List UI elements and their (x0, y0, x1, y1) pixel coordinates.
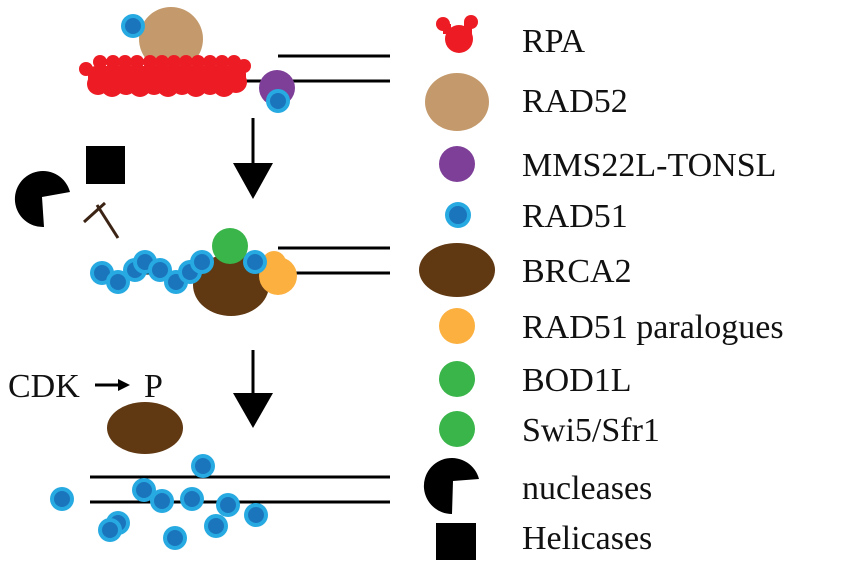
brca2-icon (419, 243, 495, 297)
legend-label-brca2: BRCA2 (522, 253, 632, 290)
rad51-protein (244, 503, 268, 527)
legend-label-rad51: RAD51 (522, 198, 628, 235)
phospho-label: P (144, 368, 163, 405)
rpa-lobe (106, 55, 120, 69)
brca2-protein (107, 402, 183, 454)
legend-label-rad51-paralogues: RAD51 paralogues (522, 309, 784, 346)
rad51-core (136, 482, 152, 498)
rpa-lobe (215, 55, 229, 69)
legend-label-swi5-sfr1: Swi5/Sfr1 (522, 412, 660, 449)
rad51-protein (216, 493, 240, 517)
rad51-core (94, 265, 110, 281)
rad51-protein (243, 250, 267, 274)
rad51-paralogues-icon (439, 308, 475, 344)
legend: RPA RAD52 MMS22L-TONSL RAD51 BRCA2 RAD51… (419, 15, 784, 560)
inhibition-symbol (82, 201, 120, 239)
helicase-symbol (86, 146, 125, 184)
rpa-lobe (118, 55, 132, 69)
rad51-protein (50, 487, 74, 511)
rpa-body (88, 66, 246, 88)
rpa-lobe (167, 55, 181, 69)
rad51-free-pool (50, 454, 268, 550)
legend-label-mms22l-tonsl: MMS22L-TONSL (522, 147, 776, 184)
rpa-lobe (155, 55, 169, 69)
rpa-lobe (179, 55, 193, 69)
rad52-protein (139, 7, 203, 71)
rad51-core (167, 530, 183, 546)
rad51-protein (98, 518, 122, 542)
rad51-core (154, 493, 170, 509)
rad51-core (208, 518, 224, 534)
rpa-lobe (130, 55, 144, 69)
rpa-lobe (191, 55, 205, 69)
legend-label-rpa: RPA (522, 23, 585, 60)
bod1l-protein (212, 228, 248, 264)
rad51-core (194, 254, 210, 270)
transition-arrow-2 (233, 350, 273, 428)
rad51-core (248, 507, 264, 523)
mms22l-tonsl-icon (439, 146, 475, 182)
rad51-protein (132, 478, 156, 502)
bod1l-icon (439, 361, 475, 397)
rad51-core (220, 497, 236, 513)
stage-2-rad51-filament (90, 228, 390, 316)
rad51-icon-core (449, 206, 467, 224)
rpa-coat (79, 55, 251, 97)
transition-arrow-1 (233, 118, 273, 199)
legend-label-helicases: Helicases (522, 520, 652, 557)
rad51-paralogues-protein (262, 251, 286, 275)
rad51-protein (106, 270, 130, 294)
rad51-protein (180, 487, 204, 511)
rpa-icon (436, 15, 478, 53)
phosphorylation-arrowhead (118, 379, 130, 391)
rad51-protein (150, 489, 174, 513)
rpa-lobe (143, 55, 157, 69)
rad51-core (270, 93, 286, 109)
rad51-core (184, 491, 200, 507)
rad51-core (110, 274, 126, 290)
stage-3-rad51-released (50, 454, 390, 550)
rad51-core (125, 18, 141, 34)
rad51-core (247, 254, 263, 270)
rad51-core (102, 522, 118, 538)
rad52-icon (425, 73, 489, 131)
rad51-protein (204, 514, 228, 538)
cdk-phosphorylation: CDK P (8, 368, 163, 405)
rpa-lobe (203, 55, 217, 69)
rad51-protein (191, 454, 215, 478)
rad51-core (152, 262, 168, 278)
rad51-filament (90, 250, 267, 294)
legend-label-bod1l: BOD1L (522, 362, 632, 399)
rad51-protein (163, 526, 187, 550)
stage-1-rpa-coated-ssdna (79, 7, 390, 113)
nuclease-icon (423, 458, 479, 515)
rpa-lobe (93, 55, 107, 69)
rad51-core (195, 458, 211, 474)
cdk-label: CDK (8, 368, 80, 405)
nuclease-symbol (14, 171, 71, 228)
legend-label-nucleases: nucleases (522, 470, 652, 507)
rad51-core (54, 491, 70, 507)
helicase-icon (436, 523, 476, 560)
legend-label-rad52: RAD52 (522, 83, 628, 120)
rad51-protein (190, 250, 214, 274)
swi5-sfr1-icon (439, 411, 475, 447)
